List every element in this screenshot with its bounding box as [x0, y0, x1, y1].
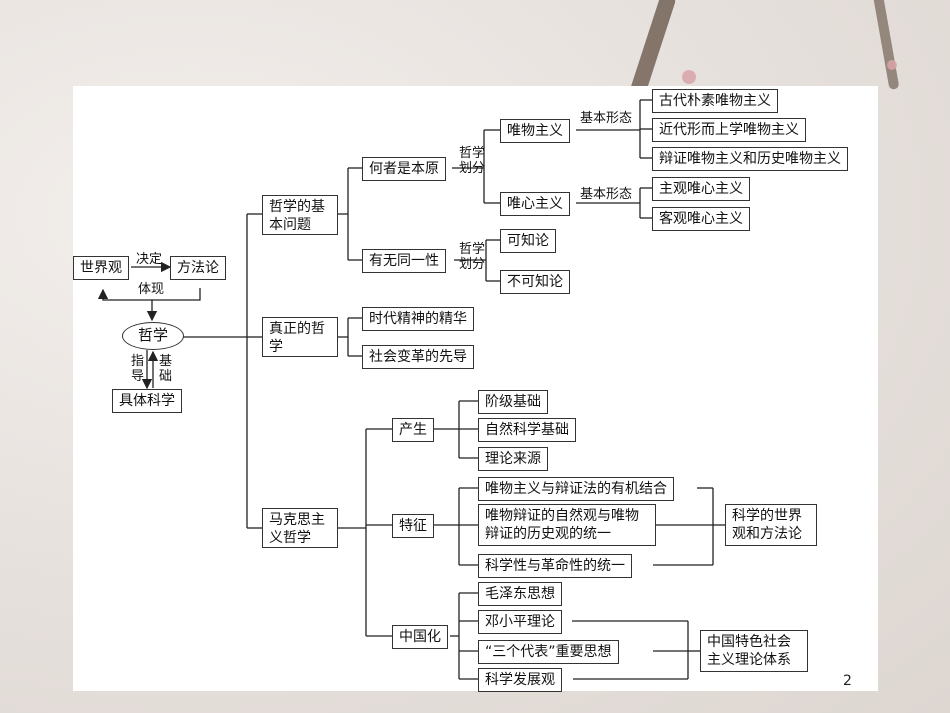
science-basis-box: 自然科学基础 [478, 418, 576, 442]
philosophy-oval: 哲学 [122, 322, 184, 350]
basic-form-label: 基本形态 [580, 187, 633, 202]
deng-theory-box: 邓小平理论 [478, 610, 562, 634]
feature-materialism-dialectics: 唯物主义与辩证法的有机结合 [478, 477, 674, 501]
materialism-form-metaphysical: 近代形而上学唯物主义 [652, 118, 806, 142]
three-represents-box: “三个代表”重要思想 [478, 640, 619, 664]
origin-box: 产生 [392, 418, 434, 442]
decides-label: 决定 [136, 252, 163, 267]
scientific-development-box: 科学发展观 [478, 668, 562, 692]
idealism-form-objective: 客观唯心主义 [652, 207, 750, 231]
idealism-box: 唯心主义 [500, 192, 570, 216]
materialism-form-ancient: 古代朴素唯物主义 [652, 89, 778, 113]
unknowable-box: 不可知论 [500, 270, 570, 294]
identity-box: 有无同一性 [362, 249, 446, 273]
sinicization-box: 中国化 [392, 625, 448, 649]
embodies-label: 体现 [138, 282, 165, 297]
division-label: 哲学划分 [458, 146, 485, 176]
feature-nature-history: 唯物辩证的自然观与唯物辩证的历史观的统一 [478, 504, 656, 546]
zeitgeist-box: 时代精神的精华 [362, 307, 474, 331]
basis-label: 基础 [158, 354, 172, 384]
class-basis-box: 阶级基础 [478, 390, 548, 414]
division-label: 哲学划分 [458, 242, 485, 272]
social-reform-box: 社会变革的先导 [362, 345, 474, 369]
features-box: 特征 [392, 514, 434, 538]
methodology-box: 方法论 [170, 256, 226, 280]
true-philosophy-box: 真正的哲学 [262, 317, 338, 357]
blossom-decoration [887, 60, 897, 70]
page-number: 2 [843, 673, 852, 689]
basic-form-label: 基本形态 [580, 111, 633, 126]
worldview-methodology-result: 科学的世界观和方法论 [725, 504, 817, 546]
idealism-form-subjective: 主观唯心主义 [652, 177, 750, 201]
blossom-decoration [682, 70, 696, 84]
socialism-theory-result: 中国特色社会主义理论体系 [700, 630, 808, 672]
worldview-box: 世界观 [73, 256, 129, 280]
concrete-science-box: 具体科学 [112, 389, 182, 413]
mao-thought-box: 毛泽东思想 [478, 582, 562, 606]
basic-question-box: 哲学的基本问题 [262, 195, 338, 235]
knowable-box: 可知论 [500, 229, 556, 253]
guides-label: 指导 [130, 354, 144, 384]
materialism-box: 唯物主义 [500, 119, 570, 143]
materialism-form-dialectical: 辩证唯物主义和历史唯物主义 [652, 147, 848, 171]
feature-science-revolution: 科学性与革命性的统一 [478, 554, 632, 578]
which-origin-box: 何者是本原 [362, 157, 446, 181]
marxism-box: 马克思主义哲学 [262, 508, 338, 548]
theory-source-box: 理论来源 [478, 447, 548, 471]
